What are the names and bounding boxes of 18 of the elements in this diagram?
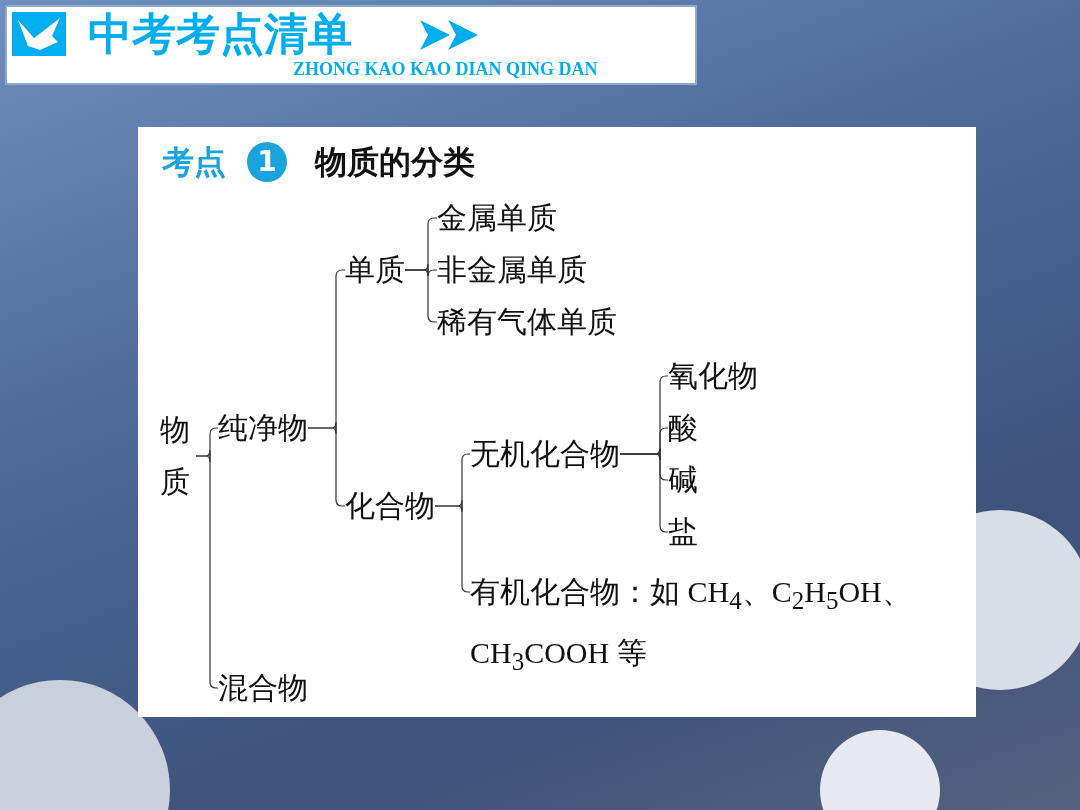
category-text: 单质 (345, 252, 405, 288)
pinyin-subtitle: ZHONG KAO KAO DIAN QING DAN (293, 58, 598, 80)
section-heading: 物质的分类 (315, 142, 475, 183)
category-text: 化合物 (345, 488, 435, 524)
category-text: 碱 (668, 462, 698, 498)
banner-title: 中考考点清单 (88, 8, 352, 60)
category-text: 盐 (668, 514, 698, 550)
category-text: 金属单质 (437, 200, 557, 236)
category-text: 物质 (160, 404, 196, 508)
section-label: 考点 (162, 142, 226, 182)
category-text: 稀有气体单质 (437, 304, 617, 340)
category-text: 有机化合物：如 CH$_{4}$、C$_{2}$H$_{5}$OH、CH$_{3}$COOH 等 (470, 566, 940, 688)
category-text: 氧化物 (668, 358, 758, 394)
category-text: 混合物 (218, 670, 308, 706)
category-text: 无机化合物 (470, 436, 620, 472)
category-text: 纯净物 (218, 410, 308, 446)
category-text: 非金属单质 (437, 252, 587, 288)
category-text: 酸 (668, 410, 698, 446)
